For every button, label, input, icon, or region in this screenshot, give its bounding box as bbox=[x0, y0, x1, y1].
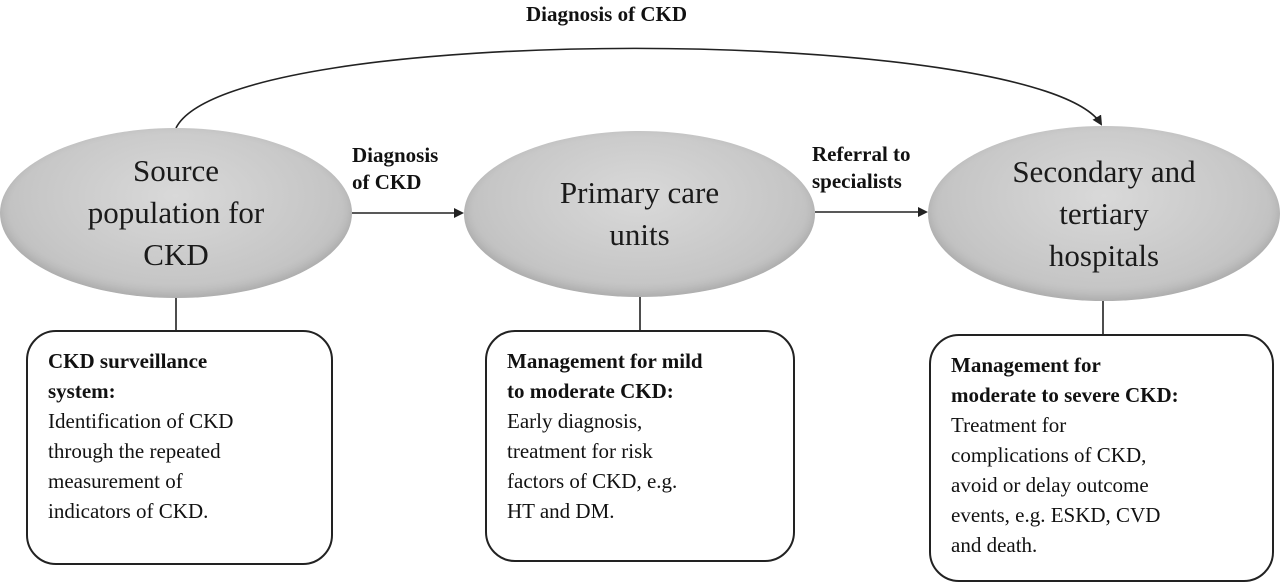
box-body-line: indicators of CKD. bbox=[48, 499, 209, 523]
box-body-line: measurement of bbox=[48, 469, 183, 493]
arrow-label-referral: Referral to specialists bbox=[812, 141, 911, 195]
node-label-line: Secondary and bbox=[1012, 153, 1196, 189]
box-title-line: system: bbox=[48, 379, 116, 403]
box-surveillance-system: CKD surveillance system: Identification … bbox=[26, 330, 333, 565]
arrow-label-line: of CKD bbox=[352, 170, 422, 194]
arrow-label-line: specialists bbox=[812, 169, 902, 193]
box-body-line: and death. bbox=[951, 533, 1038, 557]
box-title-line: Management for mild bbox=[507, 349, 703, 373]
box-title: Management for mild to moderate CKD: bbox=[507, 346, 779, 406]
box-body-line: complications of CKD, bbox=[951, 443, 1147, 467]
node-label-line: Source bbox=[132, 153, 220, 188]
top-arc-arrow bbox=[175, 47, 1103, 129]
box-body-line: Early diagnosis, bbox=[507, 409, 643, 433]
node-label: Secondary and tertiary hospitals bbox=[1012, 151, 1195, 277]
box-body-line: Identification of CKD bbox=[48, 409, 234, 433]
box-body-line: treatment for risk bbox=[507, 439, 653, 463]
node-label-line: population for bbox=[87, 195, 265, 230]
box-title: CKD surveillance system: bbox=[48, 346, 317, 406]
arrow-label-line: Diagnosis bbox=[352, 143, 439, 167]
box-body-line: events, e.g. ESKD, CVD bbox=[951, 503, 1161, 527]
box-body: Early diagnosis, treatment for risk fact… bbox=[507, 406, 779, 526]
box-title-line: to moderate CKD: bbox=[507, 379, 674, 403]
box-title-line: moderate to severe CKD: bbox=[951, 383, 1179, 407]
node-label: Source population for CKD bbox=[88, 150, 265, 276]
box-body: Treatment for complications of CKD, avoi… bbox=[951, 410, 1258, 560]
arrow-label-line: Referral to bbox=[812, 142, 911, 166]
box-moderate-severe-management: Management for moderate to severe CKD: T… bbox=[929, 334, 1274, 582]
node-label-line: hospitals bbox=[1048, 237, 1160, 273]
box-title-line: Management for bbox=[951, 353, 1101, 377]
node-secondary-tertiary: Secondary and tertiary hospitals bbox=[928, 126, 1280, 301]
box-body: Identification of CKD through the repeat… bbox=[48, 406, 317, 526]
box-body-line: through the repeated bbox=[48, 439, 221, 463]
node-label-line: Primary care bbox=[559, 175, 720, 210]
node-label-line: tertiary bbox=[1059, 195, 1149, 231]
arrow-label-diagnosis: Diagnosis of CKD bbox=[352, 142, 438, 196]
box-body-line: factors of CKD, e.g. bbox=[507, 469, 678, 493]
node-source-population: Source population for CKD bbox=[0, 128, 352, 298]
node-primary-care: Primary care units bbox=[464, 131, 815, 297]
box-title: Management for moderate to severe CKD: bbox=[951, 350, 1258, 410]
box-body-line: HT and DM. bbox=[507, 499, 615, 523]
box-title-line: CKD surveillance bbox=[48, 349, 208, 373]
top-arc-label: Diagnosis of CKD bbox=[526, 2, 688, 26]
node-label-line: CKD bbox=[143, 237, 209, 272]
box-mild-moderate-management: Management for mild to moderate CKD: Ear… bbox=[485, 330, 795, 562]
box-body-line: Treatment for bbox=[951, 413, 1067, 437]
box-body-line: avoid or delay outcome bbox=[951, 473, 1149, 497]
node-label-line: units bbox=[609, 217, 670, 252]
node-label: Primary care units bbox=[560, 172, 719, 256]
